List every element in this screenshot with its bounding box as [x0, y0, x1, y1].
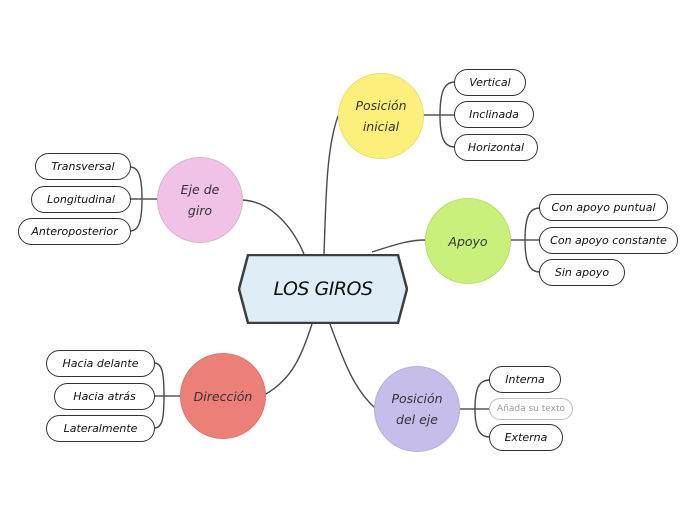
subtopic-longitudinal[interactable]: Longitudinal	[31, 186, 131, 213]
subtopic-placeholder-input[interactable]: Añada su texto	[489, 398, 573, 420]
subtopic-interna[interactable]: Interna	[489, 366, 561, 393]
subtopic-lateralmente[interactable]: Lateralmente	[46, 415, 155, 442]
branch-eje-de-giro[interactable]: Eje de giro	[157, 157, 243, 243]
branch-eje-de-giro-label-2: giro	[187, 203, 213, 218]
branch-posicion-del-eje-label-2: del eje	[396, 412, 438, 427]
subtopic-transversal[interactable]: Transversal	[35, 153, 131, 180]
branch-posicion-inicial[interactable]: Posición inicial	[338, 73, 424, 159]
subtopic-vertical[interactable]: Vertical	[454, 69, 526, 96]
subtopic-externa[interactable]: Externa	[489, 424, 563, 451]
branch-eje-de-giro-label-1: Eje de	[180, 182, 220, 197]
branch-posicion-inicial-label-2: inicial	[362, 119, 400, 134]
subtopic-con-apoyo-constante[interactable]: Con apoyo constante	[539, 227, 678, 254]
branch-posicion-del-eje-label-1: Posición	[391, 391, 443, 406]
subtopic-horizontal[interactable]: Horizontal	[454, 134, 538, 161]
subtopic-hacia-atras[interactable]: Hacia atrás	[54, 383, 155, 410]
branch-direccion-label: Dirección	[193, 388, 253, 404]
central-hexagon-shape	[238, 254, 408, 324]
branch-direccion[interactable]: Dirección	[180, 353, 266, 439]
subtopic-anteroposterior[interactable]: Anteroposterior	[18, 218, 131, 245]
central-topic-node[interactable]: LOS GIROS	[238, 254, 408, 324]
subtopic-inclinada[interactable]: Inclinada	[454, 101, 534, 128]
branch-posicion-inicial-label-1: Posición	[355, 98, 407, 113]
central-topic-label: LOS GIROS	[273, 278, 373, 300]
subtopic-sin-apoyo[interactable]: Sin apoyo	[539, 259, 625, 286]
branch-posicion-del-eje[interactable]: Posición del eje	[374, 366, 460, 452]
subtopic-hacia-delante[interactable]: Hacia delante	[46, 350, 155, 377]
branch-apoyo-label: Apoyo	[448, 233, 488, 249]
subtopic-con-apoyo-puntual[interactable]: Con apoyo puntual	[539, 194, 668, 221]
branch-apoyo[interactable]: Apoyo	[425, 198, 511, 284]
